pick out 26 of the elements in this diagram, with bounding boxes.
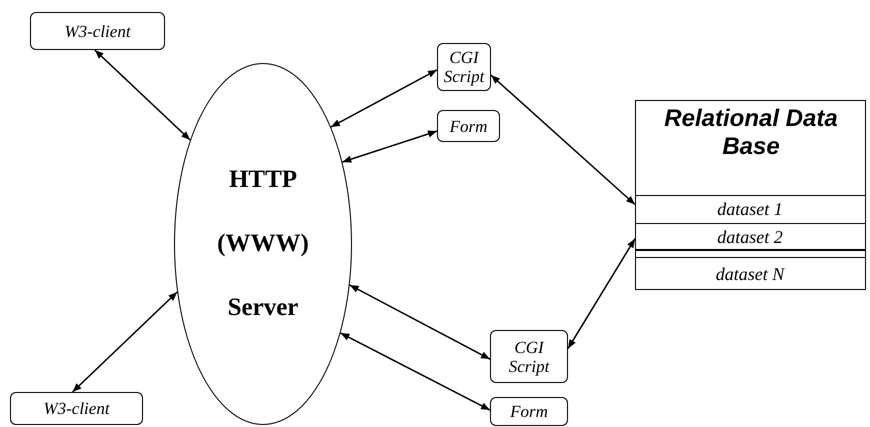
double-arrow	[349, 284, 490, 360]
database-heading: Relational Data Base	[663, 105, 839, 161]
box-label: W3-client	[43, 399, 110, 418]
double-arrow	[342, 130, 438, 163]
rounded-box	[437, 43, 491, 91]
rounded-box	[30, 12, 165, 50]
double-arrow	[567, 238, 636, 349]
dataset-label: dataset 1	[717, 199, 783, 219]
box-label: CGI Script	[442, 48, 486, 86]
box-label: W3-client	[64, 22, 131, 40]
rounded-box	[490, 397, 568, 426]
double-arrow	[490, 74, 636, 206]
double-arrow	[340, 332, 490, 411]
double-arrow	[330, 69, 438, 128]
server-label: HTTP (WWW) Server	[216, 165, 310, 323]
double-arrow	[72, 291, 178, 393]
box-label: Form	[510, 402, 548, 421]
dataset-label: dataset 2	[717, 226, 783, 246]
rounded-box	[437, 110, 500, 142]
rounded-box	[490, 330, 568, 383]
rounded-box	[10, 392, 143, 425]
dataset-label: dataset N	[716, 264, 784, 284]
database-box	[635, 100, 866, 290]
box-label: Form	[450, 116, 488, 136]
double-arrow	[94, 49, 191, 141]
box-label: CGI Script	[508, 338, 551, 376]
